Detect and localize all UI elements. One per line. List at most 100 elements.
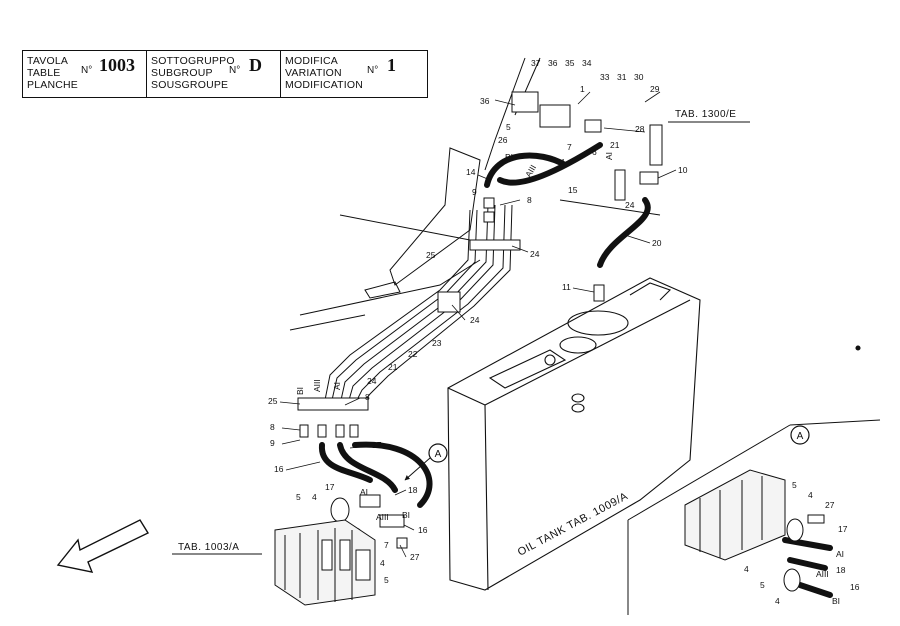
callout-1: 1: [580, 84, 585, 94]
callout-27: 28: [635, 124, 645, 134]
control-valve-bank: [274, 519, 376, 606]
callout-23-a: 24: [530, 249, 540, 259]
hose-label-b1-left: BI: [295, 387, 305, 395]
hose-13: [484, 152, 568, 188]
table-label-fr: PLANCHE: [27, 79, 78, 91]
callout-13: 14: [466, 167, 476, 177]
hose-label-a1-top: AI: [604, 152, 614, 160]
variation-no-label: N°: [367, 65, 379, 76]
callout-25: 26: [498, 135, 508, 145]
callout-8-low: 8: [365, 392, 370, 402]
tank-breather-cap: [559, 336, 597, 354]
callout-9-left: 9: [270, 438, 275, 448]
callout-4-low: 4: [312, 492, 317, 502]
fitting-tab-1300: [649, 124, 663, 166]
detail-a-frame: [627, 419, 881, 615]
hose-label-a3-mid: AIII: [376, 512, 389, 522]
ref-tab-1300: TAB. 1300/E: [675, 109, 736, 120]
subgroup-label-en: SUBGROUP: [151, 67, 213, 79]
detail-marker-inset: A: [790, 425, 810, 445]
hose-label-a1-detail: AI: [836, 549, 844, 559]
callout-8-left: 8: [270, 422, 275, 432]
hose-17: [337, 442, 398, 493]
callout-4-detail-c: 4: [775, 596, 780, 606]
callout-5-top: 5: [506, 122, 511, 132]
callout-28: 29: [650, 84, 660, 94]
callout-21: 22: [408, 349, 418, 359]
hose-label-a3-left: AIII: [312, 379, 322, 392]
detail-hose-17: [782, 537, 833, 551]
hose-16: [352, 441, 433, 508]
variation-label-en: VARIATION: [285, 67, 342, 79]
callout-30: 31: [617, 72, 627, 82]
callout-16-detail: 18: [836, 565, 846, 575]
callout-29: 30: [634, 72, 644, 82]
direction-arrow: [56, 519, 150, 573]
callout-35: 35: [565, 58, 575, 68]
fittings: [297, 91, 663, 553]
fitting-11: [593, 284, 605, 302]
callout-23-c: 24: [367, 376, 377, 386]
callout-23-top: 24: [625, 200, 635, 210]
variation-label-fr: MODIFICATION: [285, 79, 364, 91]
callout-5-detail: 5: [792, 480, 797, 490]
title-block: TAVOLA TABLE PLANCHE N° 1003 SOTTOGRUPPO…: [22, 50, 428, 98]
detail-hose-16: [787, 557, 828, 571]
table-cell: TAVOLA TABLE PLANCHE N° 1003: [23, 51, 147, 97]
variation-number: 1: [387, 55, 396, 75]
callout-8-top: 8: [527, 195, 532, 205]
table-label-en: TABLE: [27, 67, 61, 79]
oil-tank: [447, 277, 861, 591]
callout-20: 21: [610, 140, 620, 150]
callout-17-top: 17: [372, 440, 382, 450]
variation-cell: MODIFICA VARIATION MODIFICATION N° 1: [281, 51, 427, 97]
subgroup-label-fr: SOUSGROUPE: [151, 79, 229, 91]
detail-valve-bank: [684, 469, 825, 592]
callout-7-top: 7: [567, 142, 572, 152]
callout-5-low: 5: [296, 492, 301, 502]
callout-34: 34: [582, 58, 592, 68]
oil-tank-label: OIL TANK TAB. 1009/A: [516, 490, 630, 558]
callout-24-top: 25: [426, 250, 436, 260]
rigid-pipes: [324, 204, 513, 401]
callout-26-low: 27: [410, 552, 420, 562]
callout-20-b: 21: [388, 362, 398, 372]
hose-label-a1-left: AI: [332, 382, 342, 390]
callout-4-detail-b: 4: [744, 564, 749, 574]
callout-numbers: 37 36 35 34 33 31 30 29 36 1 5 26 28 7 6…: [268, 58, 860, 606]
callout-6: 6: [592, 147, 597, 157]
hose-18: [597, 197, 651, 268]
callout-15-left: 16: [274, 464, 284, 474]
callout-4-bottom: 4: [380, 558, 385, 568]
callout-5-detail-b: 5: [760, 580, 765, 590]
machine-frame: [289, 57, 661, 331]
callout-10: 10: [678, 165, 688, 175]
ref-tab-1003: TAB. 1003/A: [178, 542, 239, 553]
callout-23-b: 24: [470, 315, 480, 325]
detail-marker-main: A: [404, 443, 448, 481]
table-number: 1003: [99, 55, 135, 75]
callout-11: 11: [562, 282, 571, 292]
callout-9-top: 9: [472, 187, 477, 197]
callout-22: 23: [432, 338, 442, 348]
callout-14: 15: [568, 185, 578, 195]
subgroup-cell: SOTTOGRUPPO SUBGROUP SOUSGROUPE N° D: [147, 51, 281, 97]
callout-16: 18: [408, 485, 418, 495]
hose-label-b1-detail: BI: [832, 596, 840, 606]
subgroup-label-it: SOTTOGRUPPO: [151, 55, 235, 67]
callout-18: 20: [652, 238, 662, 248]
clamp-23-mid: [437, 291, 461, 313]
callout-31: 33: [600, 72, 610, 82]
detail-hose-15: [797, 582, 833, 598]
valve-block-1: [539, 104, 571, 128]
hose-label-b1-mid: BI: [402, 510, 410, 520]
table-no-label: N°: [81, 65, 93, 76]
hose-14: [497, 142, 603, 186]
hose-label-a3-detail: AIII: [816, 569, 829, 579]
hose-15: [319, 442, 373, 483]
subgroup-letter: D: [249, 55, 262, 75]
callout-15-detail: 16: [850, 582, 860, 592]
callout-4-top: 4: [560, 157, 565, 167]
clamp-23-low: [297, 397, 369, 411]
